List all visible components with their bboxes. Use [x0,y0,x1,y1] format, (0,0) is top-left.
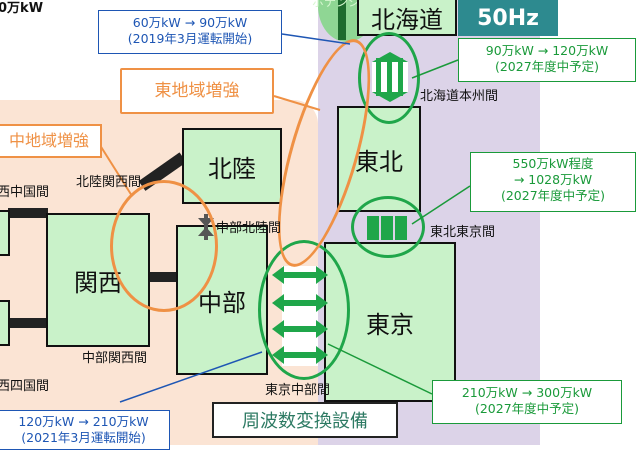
region-tokyo-label: 東京 [366,310,414,339]
east-enhancement-label: 東地域増強 [154,81,240,101]
label-west-chugoku: 西中国間 [0,185,50,200]
frequency-converter-box: 周波数変換設備 [212,402,398,438]
callout-hokkaido-done-line2: (2019年3月運転開始) [127,31,253,46]
central-enhancement-box: 中地域増強 [0,124,102,158]
callout-tohoku-plan-line2: → 1028万kW [513,172,593,187]
callout-fc-plan: 210万kW → 300万kW (2027年度中予定) [432,380,622,424]
west-link-bottom [8,318,48,328]
callout-tohoku-plan-line3: (2027年度中予定) [500,188,606,203]
potential-label: ポテンシャル [312,0,385,9]
callout-hokkaido-done-line1: 60万kW → 90万kW [132,15,248,30]
potential-bar [338,0,346,40]
central-enhancement-label: 中地域増強 [8,131,89,150]
region-hokuriku: 北陸 [182,128,282,204]
callout-tohoku-plan-line1: 550万kW程度 [512,156,594,171]
ellipse-central-region [110,180,218,312]
label-hokuriku-kansai: 北陸関西間 [76,175,142,190]
label-tohoku-tokyo: 東北東京間 [430,225,496,240]
label-chubu-kansai: 中部関西間 [82,351,148,366]
region-tohoku-label: 東北 [355,147,403,176]
label-kansai-shikoku: 西四国間 [0,379,50,394]
region-hokkaido: 北海道 [357,0,457,36]
region-west-edge-bottom [0,300,10,346]
label-chubu-hokuriku: 中部北陸間 [216,221,282,236]
callout-hokkaido-plan-line2: (2027年度中予定) [494,59,600,74]
ellipse-tohoku-tokyo [351,196,425,258]
region-hokuriku-label: 北陸 [208,154,256,183]
callout-hokkaido-plan-line1: 90万kW → 120万kW [485,43,609,58]
region-west-edge-top [0,210,10,256]
label-tokyo-chubu: 東京中部間 [265,383,331,398]
hz-badge: 50Hz [458,0,558,36]
callout-fc-done-line1: 120万kW → 210万kW [18,414,149,429]
callout-fc-plan-line1: 210万kW → 300万kW [461,385,593,400]
callout-tohoku-plan: 550万kW程度 → 1028万kW (2027年度中予定) [470,152,636,212]
callout-hokkaido-plan: 90万kW → 120万kW (2027年度中予定) [458,38,636,82]
callout-hokkaido-done: 60万kW → 90万kW (2019年3月運転開始) [98,10,282,54]
west-link-top [8,208,48,218]
top-left-capacity-text: 0万kW [0,1,44,16]
label-hokkaido-honshu: 北海道本州間 [420,89,499,104]
callout-fc-done-line2: (2021年3月運転開始) [21,430,146,445]
region-hokkaido-label: 北海道 [371,5,443,34]
ellipse-tokyo-chubu [258,240,350,380]
frequency-converter-label: 周波数変換設備 [242,411,368,432]
east-enhancement-box: 東地域増強 [120,68,274,114]
callout-fc-plan-line2: (2027年度中予定) [474,401,580,416]
callout-fc-done: 120万kW → 210万kW (2021年3月運転開始) [0,410,170,450]
hz-badge-text: 50Hz [477,5,539,31]
region-chubu-label: 中部 [198,288,246,317]
